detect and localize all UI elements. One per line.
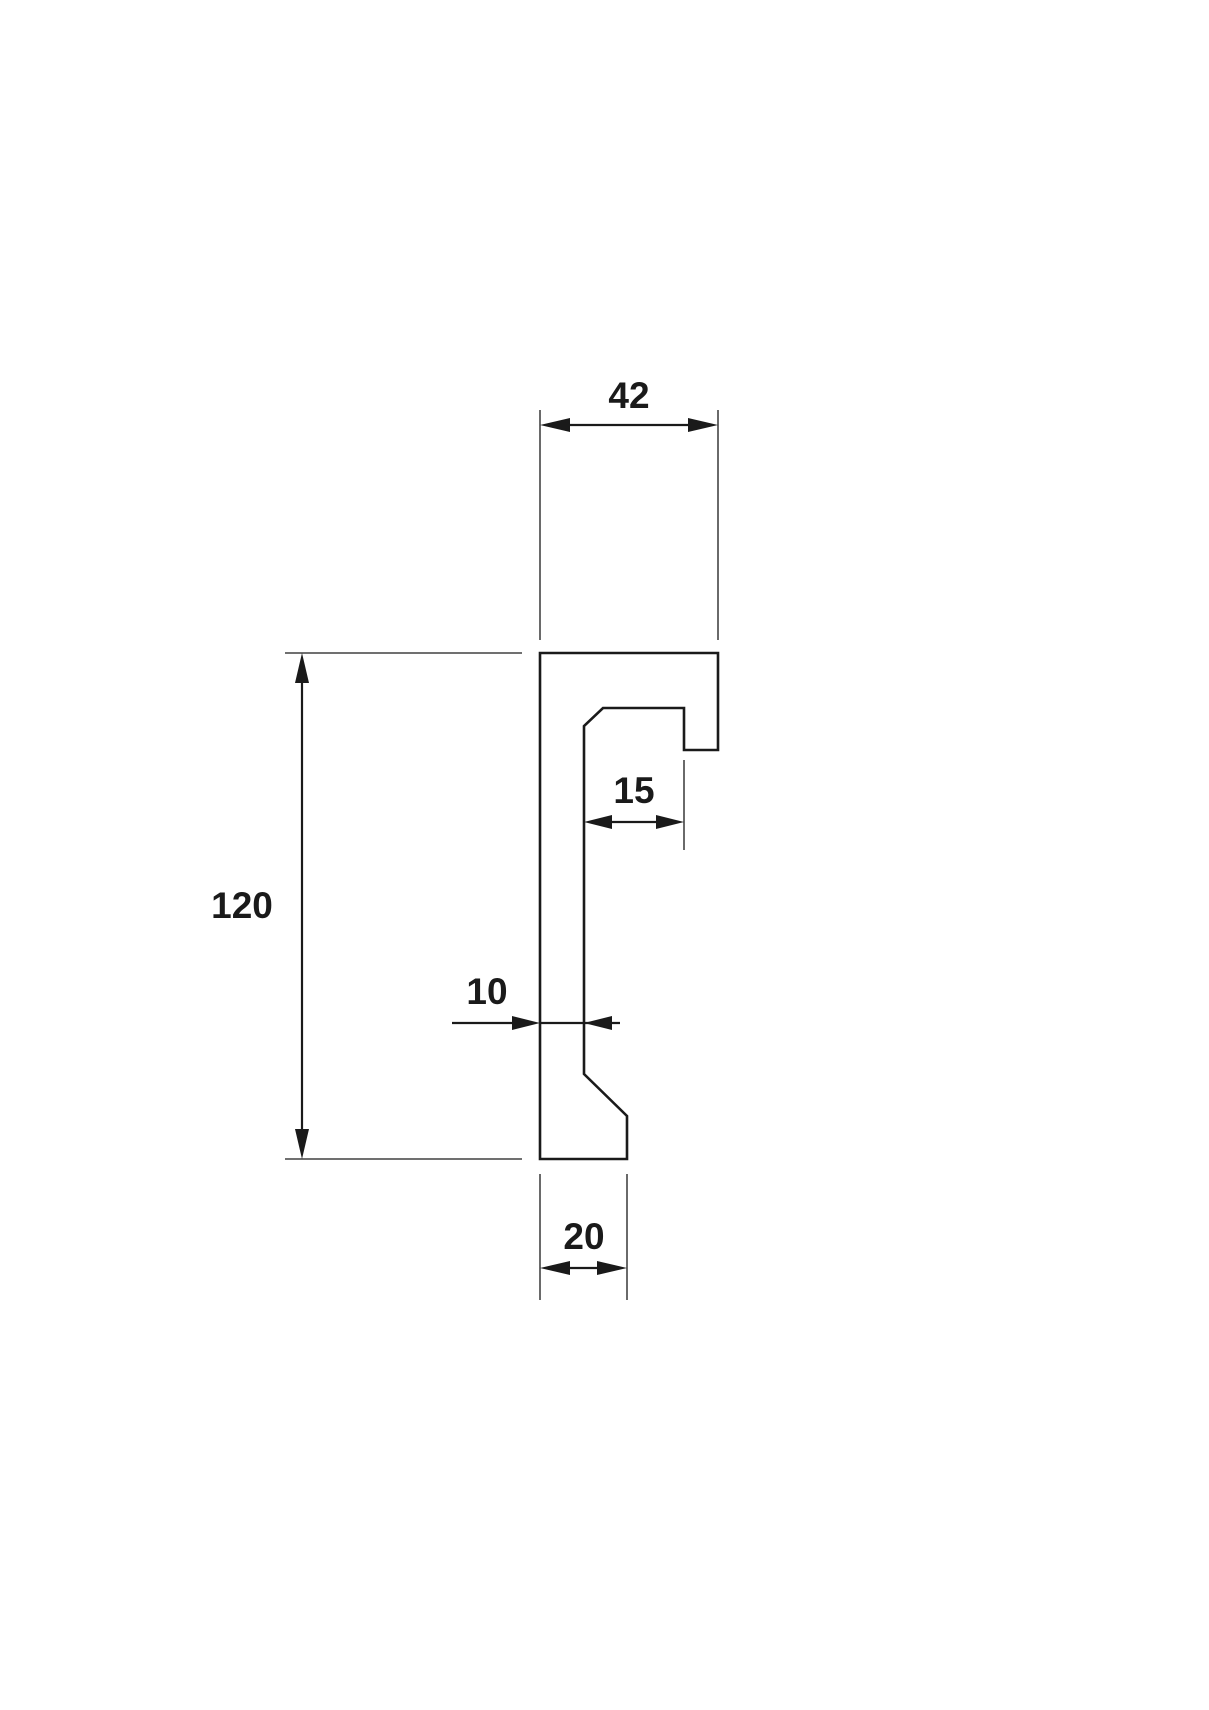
- dimension-label-wall-thickness: 10: [466, 971, 507, 1012]
- arrow-left: [584, 815, 612, 829]
- dimension-base-width: 20: [539, 1174, 628, 1300]
- arrow-left: [540, 418, 570, 432]
- arrow-right: [597, 1261, 627, 1275]
- arrow-right: [656, 815, 684, 829]
- dimension-wall-thickness: 10: [452, 971, 620, 1030]
- dimension-label-base-width: 20: [563, 1216, 604, 1257]
- dimension-overall-height: 120: [211, 652, 522, 1160]
- dimension-inner-depth: 15: [584, 760, 685, 850]
- arrow-left: [584, 1016, 612, 1030]
- dimension-overall-width: 42: [539, 375, 719, 640]
- profile-outline: [538, 651, 720, 1161]
- dimension-label-overall-width: 42: [608, 375, 649, 416]
- arrow-bottom: [295, 1129, 309, 1159]
- arrow-right: [512, 1016, 540, 1030]
- arrow-left: [540, 1261, 570, 1275]
- arrow-top: [295, 653, 309, 683]
- arrow-right: [688, 418, 718, 432]
- dimension-label-overall-height: 120: [211, 885, 273, 926]
- dimension-label-inner-depth: 15: [613, 770, 654, 811]
